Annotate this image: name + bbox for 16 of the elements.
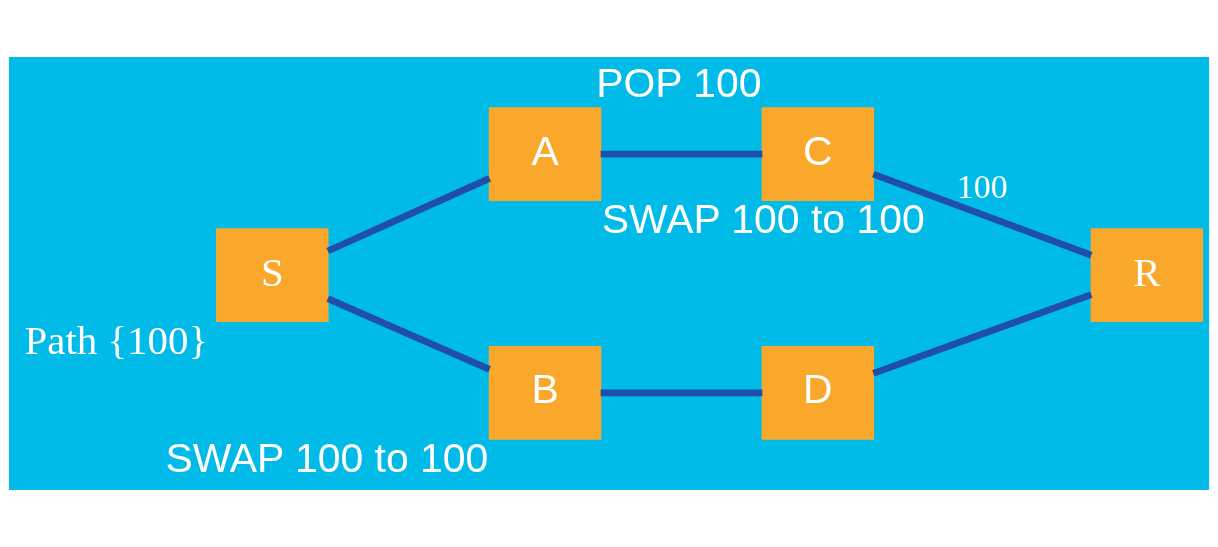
node-label: SWAP 100 to 100 xyxy=(165,434,489,481)
connector xyxy=(600,150,763,158)
node-label: POP 100 xyxy=(596,59,762,106)
node-box: R xyxy=(1090,228,1204,323)
connector xyxy=(326,175,491,255)
connector xyxy=(326,295,491,373)
node-box: D xyxy=(761,345,875,440)
edge-label: 100 xyxy=(956,168,1008,206)
node-box: A xyxy=(488,107,602,202)
connector xyxy=(600,389,763,397)
node-box: B xyxy=(488,345,602,440)
node-box: S xyxy=(216,228,329,323)
node-label: Path {100} xyxy=(24,317,209,363)
connector xyxy=(872,291,1093,377)
connector xyxy=(872,170,1093,259)
node-box: C xyxy=(761,107,875,202)
